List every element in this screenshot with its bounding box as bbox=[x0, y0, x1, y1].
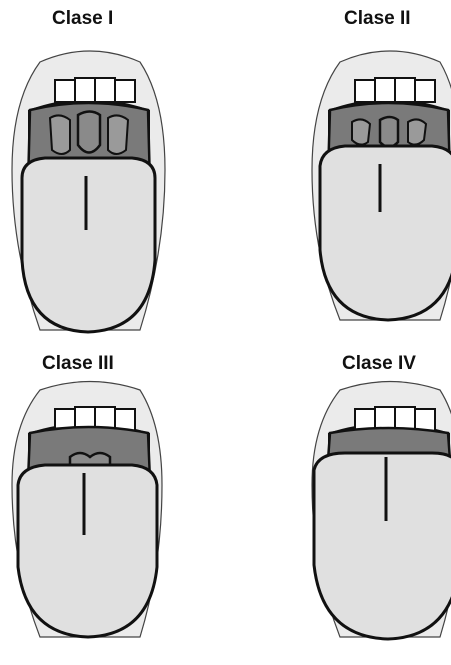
mallampati-class-1-panel: Clase I bbox=[0, 0, 200, 320]
upper-teeth bbox=[355, 78, 435, 102]
tongue bbox=[320, 146, 451, 320]
mallampati-class-3-panel: Clase III bbox=[0, 345, 200, 665]
upper-teeth bbox=[55, 78, 135, 102]
right-pillar bbox=[108, 115, 128, 154]
right-pillar bbox=[408, 119, 426, 144]
uvula bbox=[380, 117, 398, 147]
class-4-mouth-illustration bbox=[300, 345, 451, 645]
mallampati-class-2-panel: Clase II bbox=[300, 0, 451, 320]
class-3-mouth-illustration bbox=[0, 345, 200, 645]
left-pillar bbox=[50, 115, 70, 154]
left-pillar bbox=[352, 119, 370, 144]
tongue bbox=[314, 453, 451, 639]
uvula bbox=[78, 112, 100, 153]
class-2-mouth-illustration bbox=[300, 0, 451, 345]
tongue bbox=[18, 465, 157, 637]
mallampati-class-4-panel: Clase IV bbox=[300, 345, 451, 665]
tongue bbox=[22, 158, 155, 332]
class-1-mouth-illustration bbox=[0, 0, 200, 345]
